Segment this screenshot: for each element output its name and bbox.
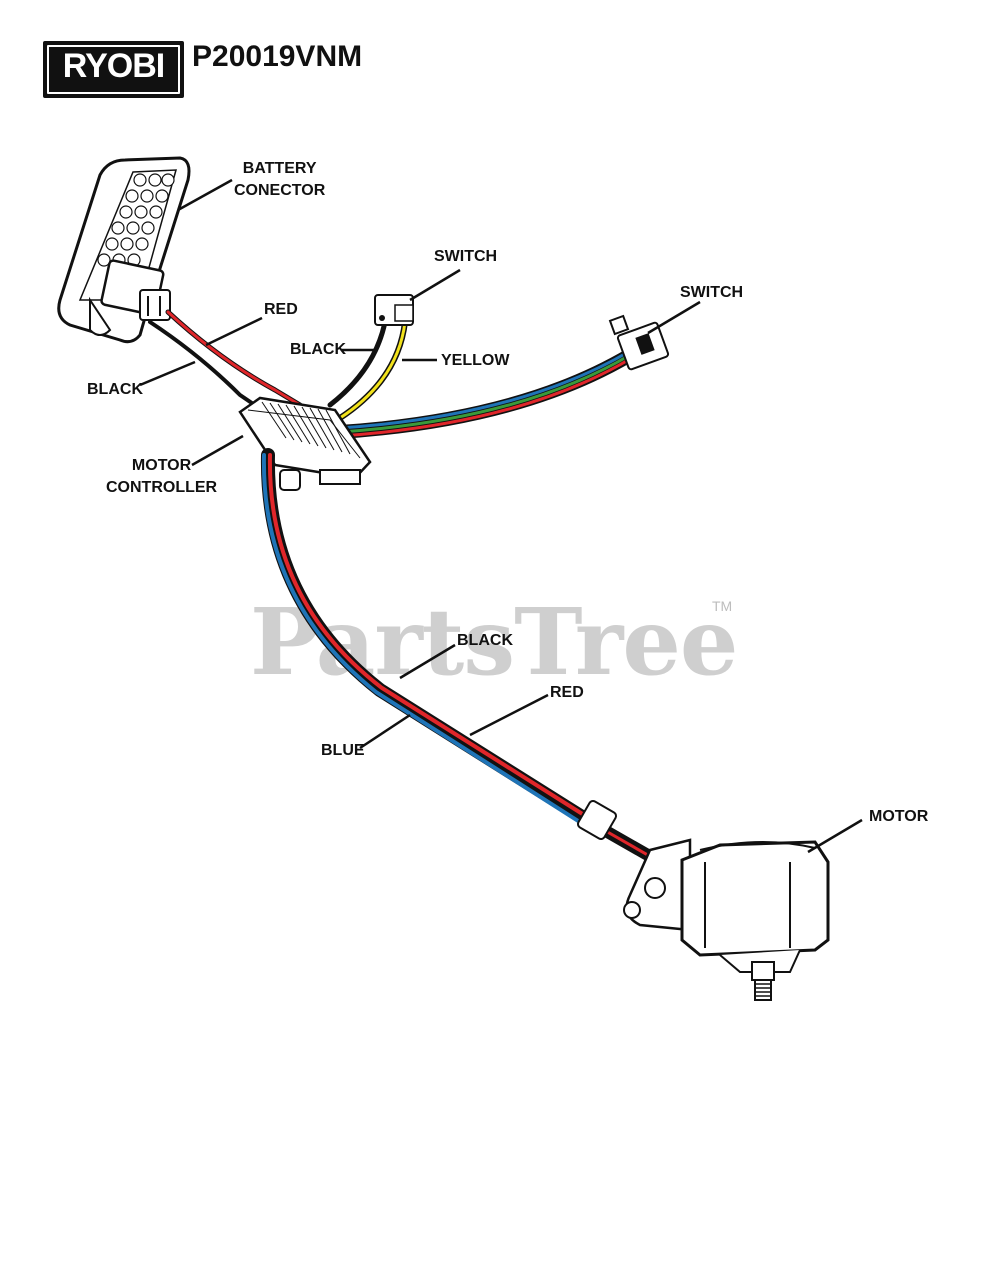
top-switch-wires	[327, 319, 408, 421]
battery-connector	[57, 156, 191, 344]
label-black-lower: BLACK	[457, 632, 513, 649]
label-red-lower: RED	[550, 684, 584, 701]
label-blue: BLUE	[321, 742, 365, 759]
label-yellow: YELLOW	[441, 352, 510, 369]
label-motor-controller-line2: CONTROLLER	[106, 479, 218, 496]
brand-name: RYOBI	[62, 47, 165, 85]
label-motor-controller-line1: MOTOR	[131, 457, 192, 474]
label-motor: MOTOR	[869, 808, 929, 825]
right-switch	[608, 314, 670, 371]
label-battery-connector-line1: BATTERY	[242, 160, 317, 177]
watermark-trademark: TM	[712, 598, 733, 614]
label-switch-right: SWITCH	[680, 284, 744, 301]
cable-grommet	[576, 799, 618, 841]
ryobi-logo: RYOBI	[43, 41, 184, 98]
label-red-top: RED	[264, 301, 298, 318]
leader-lines	[139, 178, 863, 854]
right-switch-cable	[333, 348, 637, 439]
motor	[623, 838, 830, 1001]
label-battery-connector-line2: CONECTOR	[234, 182, 326, 199]
label-battery-connector: BATTERY CONECTOR	[234, 158, 325, 202]
motor-cable	[260, 448, 666, 868]
label-black-switch: BLACK	[290, 341, 346, 358]
model-number: P20019VNM	[192, 40, 363, 73]
label-motor-controller: MOTOR CONTROLLER	[106, 455, 217, 499]
label-black-left: BLACK	[87, 381, 143, 398]
battery-wires	[148, 309, 303, 412]
label-switch-top: SWITCH	[434, 248, 498, 265]
top-switch	[374, 294, 414, 326]
